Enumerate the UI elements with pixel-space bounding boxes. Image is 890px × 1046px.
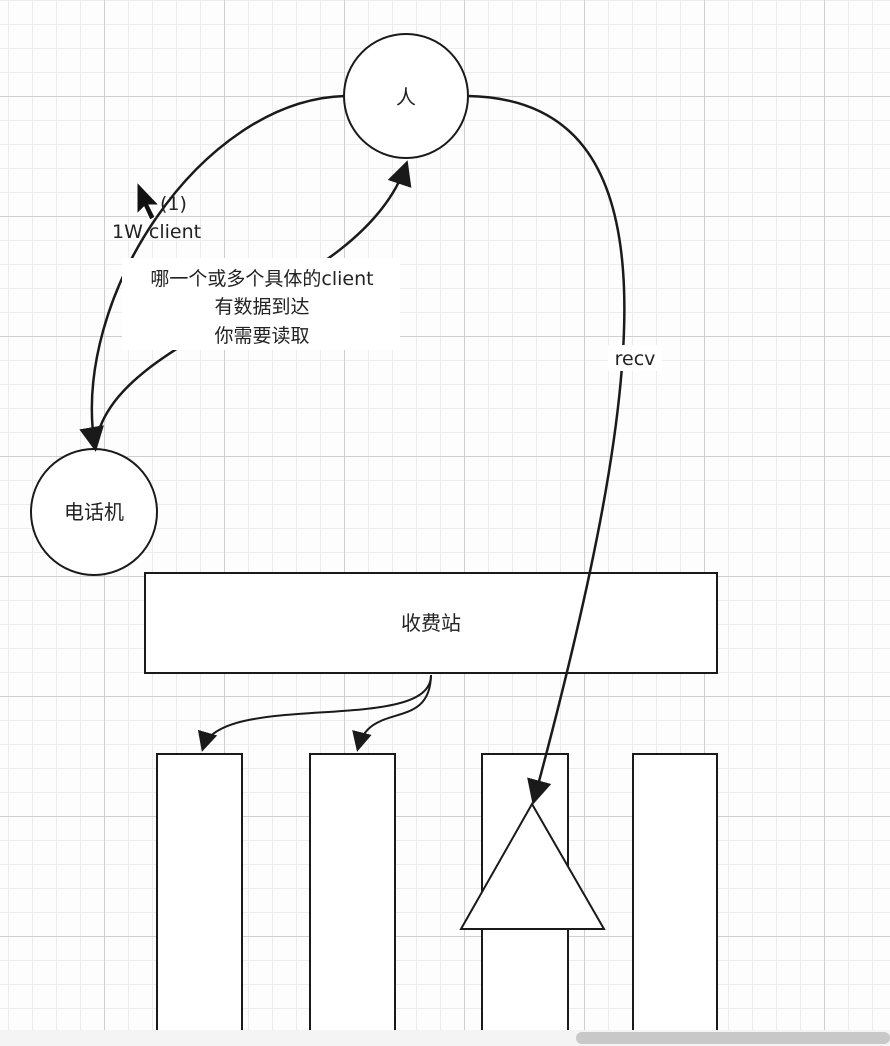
edge-recv[interactable] xyxy=(467,94,626,805)
toll-station-label: 收费站 xyxy=(401,611,461,635)
toll-station-node[interactable]: 收费站 xyxy=(144,572,718,674)
note-label-bg xyxy=(122,258,400,350)
recv-label: recv xyxy=(615,348,656,370)
client-count-label: 1W client xyxy=(112,221,201,243)
lane-bar-4[interactable] xyxy=(632,753,718,1045)
fd-fragment-label: (1) xyxy=(160,193,187,215)
note-line3: 你需要读取 xyxy=(214,325,309,347)
edge-toll-to-lane-2[interactable] xyxy=(352,674,432,752)
edge-toll-to-lane-1[interactable] xyxy=(197,674,433,752)
person-node[interactable]: 人 xyxy=(343,33,469,159)
recv-label-bg xyxy=(608,345,662,371)
note-line1: 哪一个或多个具体的client xyxy=(150,268,373,290)
triangle-shape[interactable] xyxy=(459,801,606,930)
phone-node[interactable]: 电话机 xyxy=(30,448,158,576)
lane-bar-1[interactable] xyxy=(156,753,243,1045)
scrollbar-thumb[interactable] xyxy=(576,1032,890,1044)
edge-person-to-phone[interactable] xyxy=(79,94,346,452)
note-line2: 有数据到达 xyxy=(214,296,309,318)
person-label: 人 xyxy=(396,85,416,109)
mouse-cursor-icon xyxy=(136,180,161,221)
lane-bar-2[interactable] xyxy=(309,753,396,1045)
phone-label: 电话机 xyxy=(64,500,124,524)
